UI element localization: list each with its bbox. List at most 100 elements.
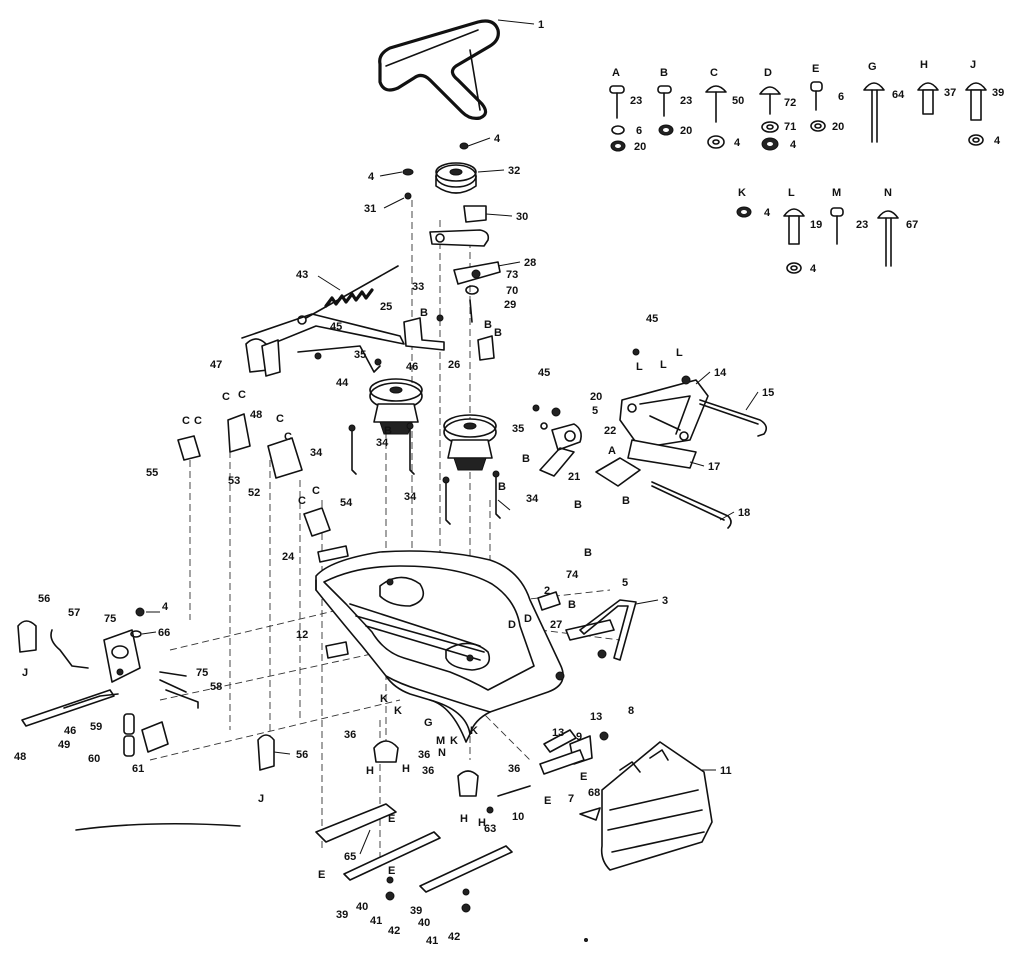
ref-letter: H (366, 765, 374, 777)
callout-39b: 39 (410, 905, 422, 917)
blade-39-left (343, 831, 441, 881)
bracket-56-left (17, 620, 37, 653)
spindle-pulley-right (443, 414, 497, 471)
ref-letter: J (258, 793, 264, 805)
hw-letter-K: K (738, 187, 746, 199)
callout-22: 22 (604, 425, 616, 437)
hw-qty-E-nut: 20 (832, 121, 844, 133)
callout-33: 33 (412, 281, 424, 293)
callout-5a: 5 (592, 405, 598, 417)
callout-34d: 34 (526, 493, 539, 505)
callout-42b: 42 (448, 931, 460, 943)
ref-letter: E (388, 865, 395, 877)
nut-L-icon (786, 262, 802, 274)
ref-letter: L (676, 347, 683, 359)
hw-qty-A-nut: 20 (634, 141, 646, 153)
callout-5b: 5 (622, 577, 628, 589)
nut-4-left-side (135, 607, 145, 617)
callout-13b: 13 (590, 711, 602, 723)
nut-8 (599, 731, 609, 741)
callout-10: 10 (512, 811, 524, 823)
callout-30: 30 (516, 211, 528, 223)
ref-letter: A (608, 445, 616, 457)
hw-qty-C-nut: 4 (734, 137, 741, 149)
bolt-46 (374, 358, 382, 366)
ref-letter: C (298, 495, 306, 507)
bracket-52 (267, 437, 303, 479)
nut-K-icon (736, 206, 752, 218)
bracket-17 (627, 439, 697, 469)
callout-45c: 45 (646, 313, 658, 325)
callout-47: 47 (210, 359, 222, 371)
nut-C-icon (707, 135, 725, 149)
bolt-J-icon (965, 82, 987, 121)
bolt-45-mid (532, 404, 540, 412)
ref-letter: E (544, 795, 551, 807)
decal-12 (325, 641, 349, 659)
nut-E-icon (810, 120, 826, 132)
washer-40-left (386, 876, 394, 884)
hw-qty-D-bolt: 72 (784, 97, 796, 109)
callout-34a: 34 (310, 447, 323, 459)
hw-qty-L-nut: 4 (810, 263, 817, 275)
callout-14: 14 (714, 367, 727, 379)
bracket-58 (165, 689, 199, 709)
ref-letter: C (222, 391, 230, 403)
washer-66 (130, 630, 142, 638)
callout-52: 52 (248, 487, 260, 499)
bracket-75 (159, 671, 187, 693)
ref-letter: L (660, 359, 667, 371)
lockwasher-A-icon (611, 125, 625, 135)
hw-qty-D-nut: 4 (790, 139, 797, 151)
callout-29: 29 (504, 299, 516, 311)
lift-bracket-14 (619, 375, 709, 449)
bracket-61 (141, 721, 169, 753)
rod-15b (699, 403, 759, 425)
ref-letter: B (522, 453, 530, 465)
hw-qty-A-lockwasher: 6 (636, 125, 642, 137)
decal-24 (317, 545, 349, 563)
callout-54: 54 (340, 497, 353, 509)
ref-letter: B (494, 327, 502, 339)
ref-letter: C (238, 389, 246, 401)
ref-letter: E (388, 813, 395, 825)
rod-15 (699, 399, 768, 437)
washer-40-right (462, 888, 470, 896)
spindle-pulley-left (369, 378, 423, 435)
spindle-housing-36-right (457, 770, 479, 797)
bolt-G-icon (863, 82, 885, 143)
hw-qty-B-bolt: 23 (680, 95, 692, 107)
washer-D-icon (761, 121, 779, 133)
ref-letter: K (394, 705, 402, 717)
nut-4-left (402, 168, 414, 176)
callout-27: 27 (550, 619, 562, 631)
bolt-41-left (385, 891, 395, 901)
ref-letter: K (470, 725, 478, 737)
callout-28: 28 (524, 257, 536, 269)
ref-letter: C (276, 413, 284, 425)
callout-21: 21 (568, 471, 580, 483)
hw-qty-H-bolt: 37 (944, 87, 956, 99)
callout-70: 70 (506, 285, 518, 297)
ref-letter: H (402, 763, 410, 775)
callout-73: 73 (506, 269, 518, 281)
callout-7: 7 (568, 793, 574, 805)
nut-J-icon (968, 134, 984, 146)
hw-letter-M: M (832, 187, 841, 199)
callout-35a: 35 (354, 349, 366, 361)
bolt-E-icon (810, 81, 823, 111)
hw-letter-J: J (970, 59, 976, 71)
ref-letter: B (498, 481, 506, 493)
callout-8: 8 (628, 705, 634, 717)
callout-75a: 75 (104, 613, 116, 625)
hw-qty-D-washer: 71 (784, 121, 796, 133)
callout-4a: 4 (494, 133, 501, 145)
bracket-56-bottom (257, 734, 275, 771)
gauge-wheel-bracket-59 (103, 629, 141, 683)
callout-45b: 45 (538, 367, 550, 379)
hw-qty-M-bolt: 23 (856, 219, 868, 231)
ref-letter: K (450, 735, 458, 747)
idler-arm (429, 205, 501, 285)
hw-qty-G-bolt: 64 (892, 89, 905, 101)
